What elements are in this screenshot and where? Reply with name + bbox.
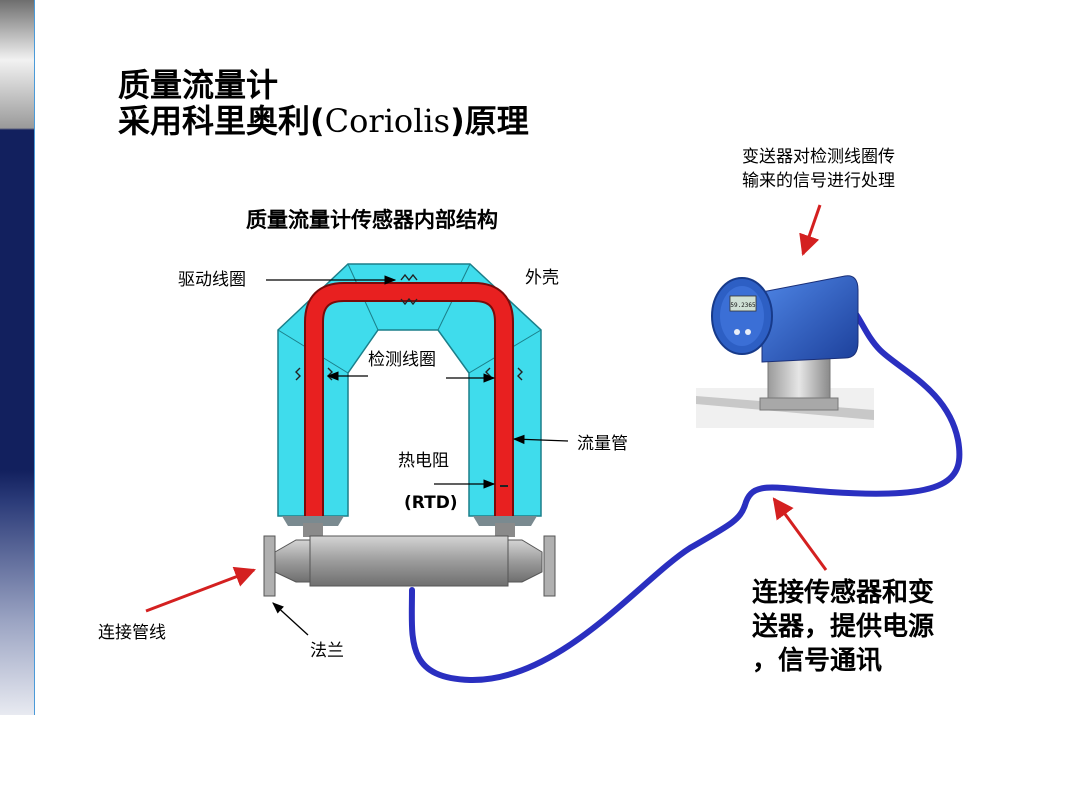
arrow-cable <box>772 497 828 571</box>
sensor-housing <box>277 263 542 526</box>
label-transmitter-line-1: 变送器对检测线圈传 <box>742 147 895 167</box>
title-line-2: 采用科里奥利(Coriolis)原理 <box>118 102 529 140</box>
title-line-1: 质量流量计 <box>118 66 279 104</box>
flange-left <box>263 535 276 597</box>
sidebar-band <box>0 0 34 715</box>
label-pickoff-coil: 检测线圈 <box>368 350 436 370</box>
label-flow-tube: 流量管 <box>577 434 628 454</box>
callout-line-3: ，信号通讯 <box>752 646 883 676</box>
label-housing: 外壳 <box>525 268 559 288</box>
label-drive-coil: 驱动线圈 <box>178 270 246 290</box>
label-pipe-connection: 连接管线 <box>98 623 166 643</box>
connection-cable <box>408 302 963 684</box>
title-line-2-latin: Coriolis <box>324 102 451 140</box>
arrow-transmitter <box>799 204 822 256</box>
label-rtd-abbrev: (RTD) <box>404 493 458 513</box>
diagram-subtitle: 质量流量计传感器内部结构 <box>246 208 498 232</box>
title-line-2-pre: 采用科里奥利( <box>118 102 325 140</box>
flange-right <box>543 535 556 597</box>
arrow-flange <box>272 602 309 636</box>
sensor-body <box>263 523 556 597</box>
flow-tube <box>304 282 514 516</box>
callout-line-2: 送器，提供电源 <box>752 612 935 642</box>
transmitter-display: 59.2365 <box>730 302 756 309</box>
arrow-pipe-connection <box>145 566 256 613</box>
title-line-2-post: )原理 <box>450 102 529 140</box>
label-rtd: 热电阻 <box>398 451 449 471</box>
transmitter-icon <box>696 275 874 428</box>
cable-callout: 连接传感器和变 送器，提供电源 ，信号通讯 <box>752 576 982 678</box>
label-flange: 法兰 <box>310 641 344 661</box>
drive-coil-icon <box>400 273 418 306</box>
rtd-sensor-mark <box>500 485 508 487</box>
sidebar-divider <box>34 0 35 715</box>
label-transmitter-line-2: 输来的信号进行处理 <box>742 171 895 191</box>
arrow-flow-tube <box>512 434 569 445</box>
callout-line-1: 连接传感器和变 <box>752 578 935 608</box>
